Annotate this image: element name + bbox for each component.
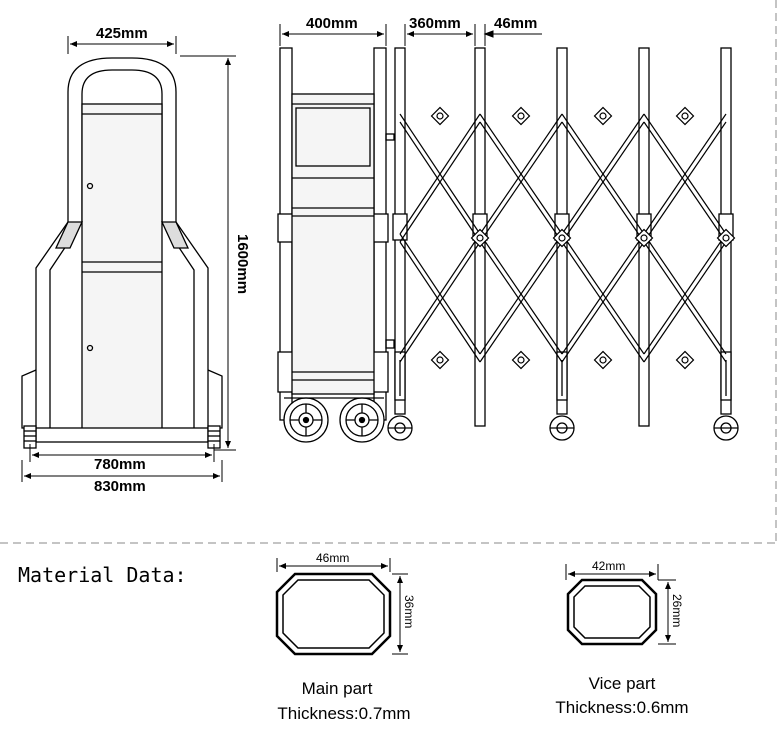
- side-view: [277, 47, 739, 443]
- front-dimensions: [21, 36, 236, 482]
- front-view: [21, 57, 223, 449]
- door-knob-upper: [86, 182, 94, 190]
- vice-part-name: Vice part: [589, 674, 656, 693]
- scissor-pin: [599, 356, 607, 364]
- front-base: [35, 427, 209, 443]
- vice-part-width: 42mm: [592, 559, 625, 573]
- drive-wheel-right: [339, 397, 385, 443]
- dim-780: 780mm: [94, 456, 146, 473]
- scissor-bar: [643, 241, 727, 363]
- dim-425: 425mm: [96, 25, 148, 42]
- scissor-pin: [476, 234, 484, 242]
- vice-part-profile: [565, 564, 676, 646]
- front-right-leg: [161, 221, 209, 440]
- head-frame: [291, 93, 375, 395]
- scissor-bar: [479, 113, 563, 235]
- scissor-pin: [722, 234, 730, 242]
- dim-830: 830mm: [94, 478, 146, 495]
- scissor-pin: [681, 356, 689, 364]
- material-heading: Material Data:: [18, 563, 187, 587]
- caster-5: [713, 415, 739, 441]
- scissor-bar: [479, 121, 563, 243]
- scissor-pin: [681, 112, 689, 120]
- scissor-bar: [479, 233, 563, 355]
- scissor-bar: [479, 241, 563, 363]
- scissor-pin: [599, 112, 607, 120]
- scissor-pin: [517, 356, 525, 364]
- scissor-linkage: [399, 106, 736, 370]
- scissor-bar: [561, 233, 645, 355]
- scissor-bar: [561, 121, 645, 243]
- door-knob-lower: [86, 344, 94, 352]
- scissor-bar: [399, 113, 481, 235]
- front-arch-outer: [67, 57, 177, 222]
- dim-360: 360mm: [409, 15, 461, 32]
- side-dimensions: [279, 24, 542, 46]
- front-left-leg: [35, 221, 83, 440]
- main-part-name: Main part: [302, 679, 373, 698]
- vice-part-height: 26mm: [670, 594, 684, 627]
- drive-wheel-left: [283, 397, 329, 443]
- dim-46: 46mm: [494, 15, 537, 32]
- front-cabinet: [81, 103, 163, 437]
- main-part-width: 46mm: [316, 551, 349, 565]
- front-arch-inner: [81, 69, 163, 222]
- scissor-pin: [640, 234, 648, 242]
- scissor-bar: [643, 121, 727, 243]
- scissor-bar: [399, 121, 481, 243]
- scissor-pin: [517, 112, 525, 120]
- main-part-height: 36mm: [402, 595, 416, 628]
- dim-400: 400mm: [306, 15, 358, 32]
- control-panel: [295, 107, 371, 167]
- scissor-bar: [399, 233, 481, 355]
- scissor-pin: [558, 234, 566, 242]
- caster-1: [387, 415, 413, 441]
- caster-3: [549, 415, 575, 441]
- vice-part-thickness: Thickness:0.6mm: [555, 698, 688, 717]
- main-part-profile: [275, 558, 408, 656]
- scissor-pin: [436, 112, 444, 120]
- scissor-bar: [643, 113, 727, 235]
- scissor-bar: [399, 241, 481, 363]
- dim-1600: 1600mm: [234, 234, 251, 294]
- scissor-bar: [561, 113, 645, 235]
- main-part-thickness: Thickness:0.7mm: [277, 704, 410, 723]
- scissor-bar: [561, 241, 645, 363]
- scissor-pin: [436, 356, 444, 364]
- scissor-bar: [643, 233, 727, 355]
